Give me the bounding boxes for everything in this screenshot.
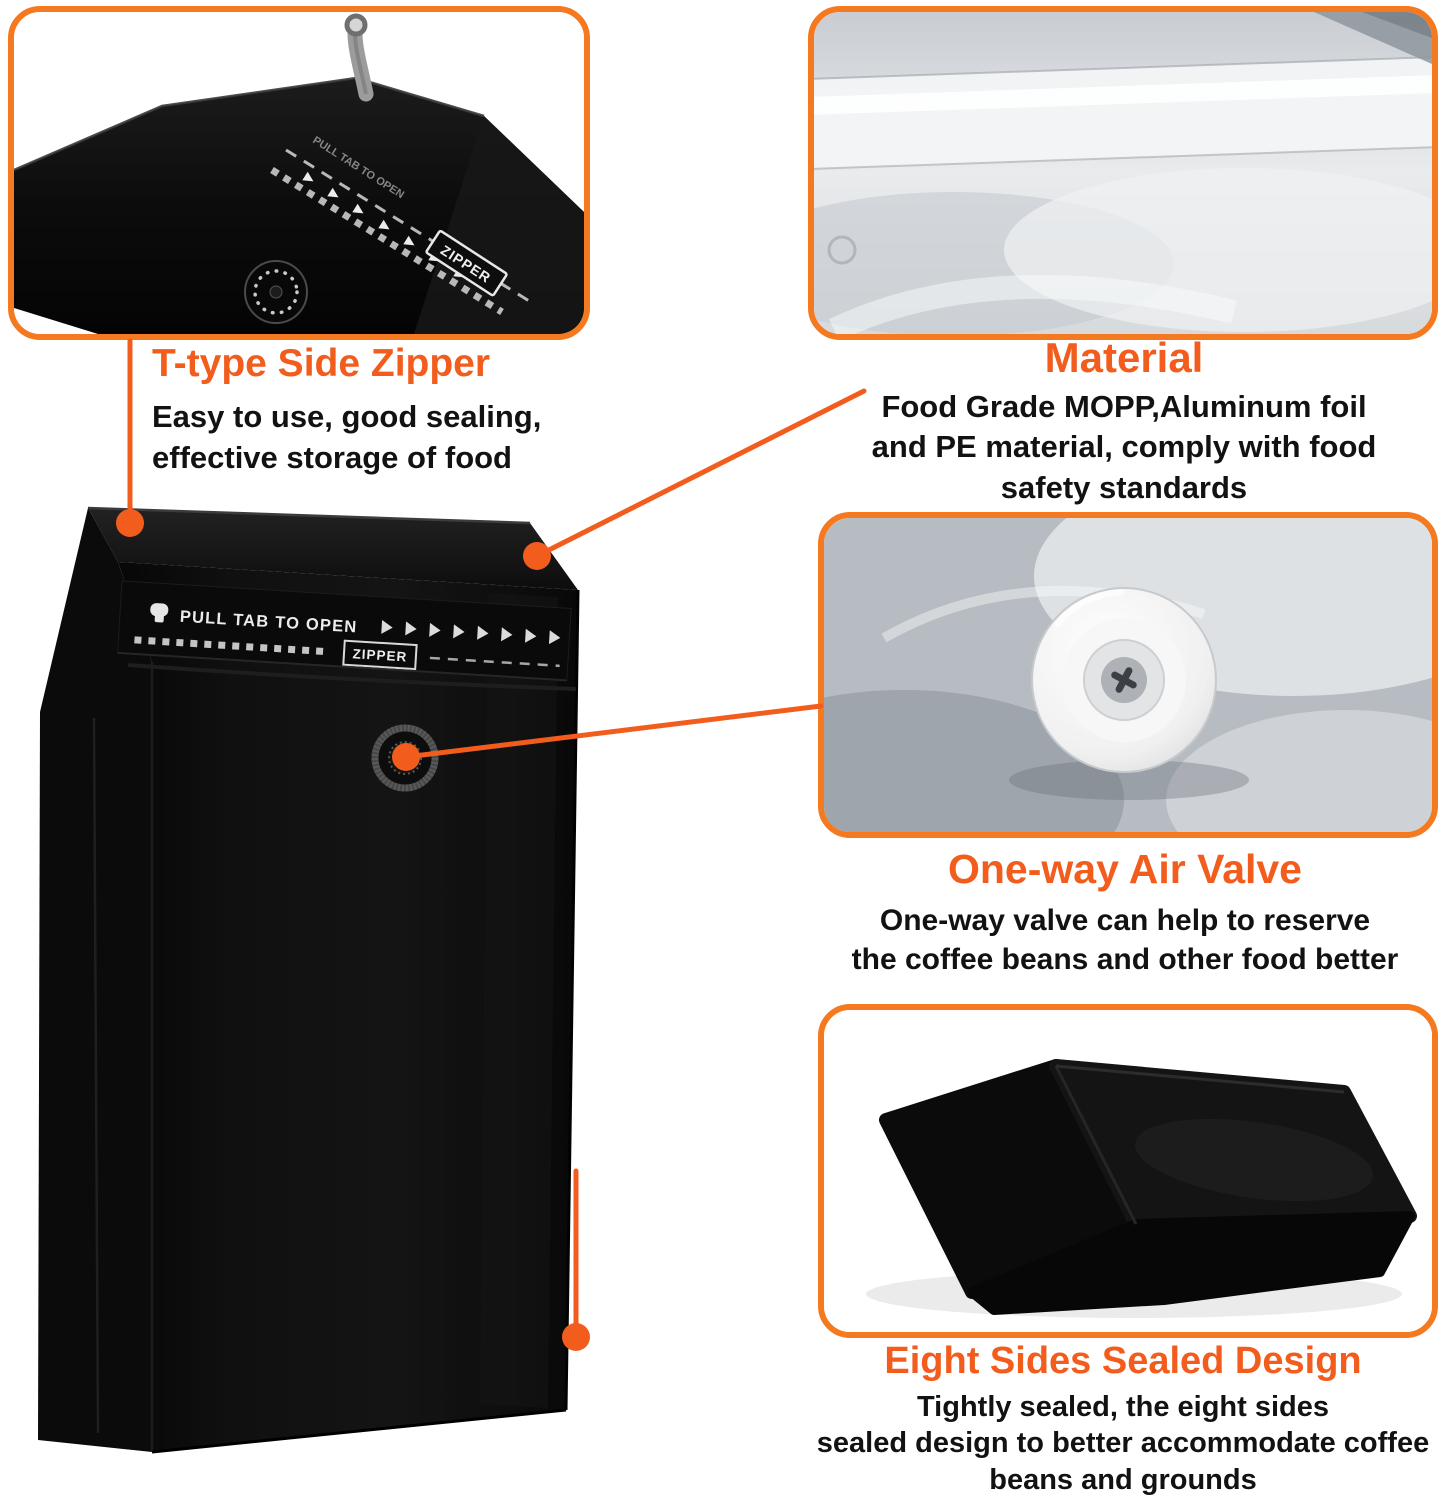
foil-highlight-right [1166, 710, 1432, 832]
pull-tab-hole [344, 13, 368, 37]
zipper-closeup-photo: PULL TAB TO OPEN ZIPPER [14, 12, 584, 334]
feature-valve-desc-line: One-way valve can help to reserve [879, 904, 1371, 937]
valve-shadow [1009, 760, 1249, 800]
gusset-crease [92, 717, 100, 1434]
foil-bubble-mark [827, 235, 857, 265]
zipper-arrows [381, 619, 561, 645]
bag-air-valve-center [388, 741, 422, 775]
feature-valve-title: One-way Air Valve [948, 846, 1302, 892]
coffee-bag: PULL TAB TO OPEN ZIPPER [18, 483, 658, 1473]
bag-seam-line [1054, 1065, 1138, 1225]
feature-material-desc-line: safety standards [1000, 469, 1248, 505]
feature-zipper: T-type Side Zipper Easy to use, good sea… [152, 342, 622, 478]
front-sheen [480, 593, 558, 1408]
bag-right-sheen [414, 116, 584, 334]
valve-highlight-arc [1053, 589, 1125, 628]
photo-panel-valve-closeup [818, 512, 1438, 838]
coffee-bag-drawing: PULL TAB TO OPEN ZIPPER [38, 506, 580, 1454]
feature-material-desc-line: Food Grade MOPP,Aluminum foil [881, 389, 1367, 424]
bag-top-edge-highlight [1055, 1064, 1345, 1094]
photo-panel-material-closeup [808, 6, 1438, 340]
feature-material: Material Food Grade MOPP,Aluminum foil a… [816, 334, 1432, 508]
zipper-dashed-line [285, 148, 535, 306]
feature-valve-desc-line: the coffee beans and other food better [851, 943, 1399, 976]
clear-zipper-strip [814, 55, 1432, 171]
bag-top-seal-edge [87, 506, 531, 525]
air-valve-dotted-ring [253, 269, 299, 315]
photo-panel-zipper-closeup: PULL TAB TO OPEN ZIPPER [8, 6, 590, 340]
valve-closeup-photo [824, 518, 1432, 832]
bag-sheen [1135, 1118, 1373, 1202]
air-valve-center [269, 285, 283, 299]
feature-zipper-title: T-type Side Zipper [152, 342, 491, 385]
fold-line-below-zipper [127, 663, 577, 691]
bag-zipper-band: PULL TAB TO OPEN ZIPPER [117, 580, 572, 682]
sealed-bag-photo [824, 1010, 1432, 1332]
bag-bottom-edge [151, 1408, 567, 1454]
feature-valve: One-way Air Valve One-way valve can help… [812, 846, 1438, 979]
feature-material-desc-line: and PE material, comply with food [871, 429, 1377, 465]
feature-material-title: Material [1044, 334, 1204, 381]
feature-sealed-desc-line: sealed design to better accommodate coff… [816, 1427, 1430, 1460]
zipper-stitch-dashes [429, 656, 560, 668]
foil-streak [828, 274, 1237, 334]
feature-zipper-desc-line: Easy to use, good sealing, [152, 399, 542, 434]
zipper-checker-strip [270, 167, 504, 315]
feature-sealed: Eight Sides Sealed Design Tightly sealed… [804, 1340, 1442, 1496]
valve-cross-vents [1111, 667, 1137, 693]
bag-top-edge-highlight [14, 76, 485, 172]
feature-sealed-desc-line: beans and grounds [989, 1463, 1257, 1496]
bag-top-face [88, 508, 578, 590]
material-closeup-photo [814, 12, 1432, 334]
zipper-label: ZIPPER [352, 646, 408, 664]
zipper-label-box [342, 639, 418, 671]
feature-sealed-desc-line: Tightly sealed, the eight sides [916, 1391, 1330, 1423]
pull-tab-icon [150, 603, 169, 623]
zipper-band-bottom-edge [117, 651, 567, 682]
bag-front-panel [118, 562, 578, 1452]
photo-panel-sealed-bag [818, 1004, 1438, 1338]
zipper-checker-strip [134, 636, 331, 656]
feature-zipper-desc-line: effective storage of food [152, 440, 512, 476]
feature-sealed-title: Eight Sides Sealed Design [884, 1340, 1362, 1382]
foil-dark-edge-inner [1362, 12, 1432, 38]
